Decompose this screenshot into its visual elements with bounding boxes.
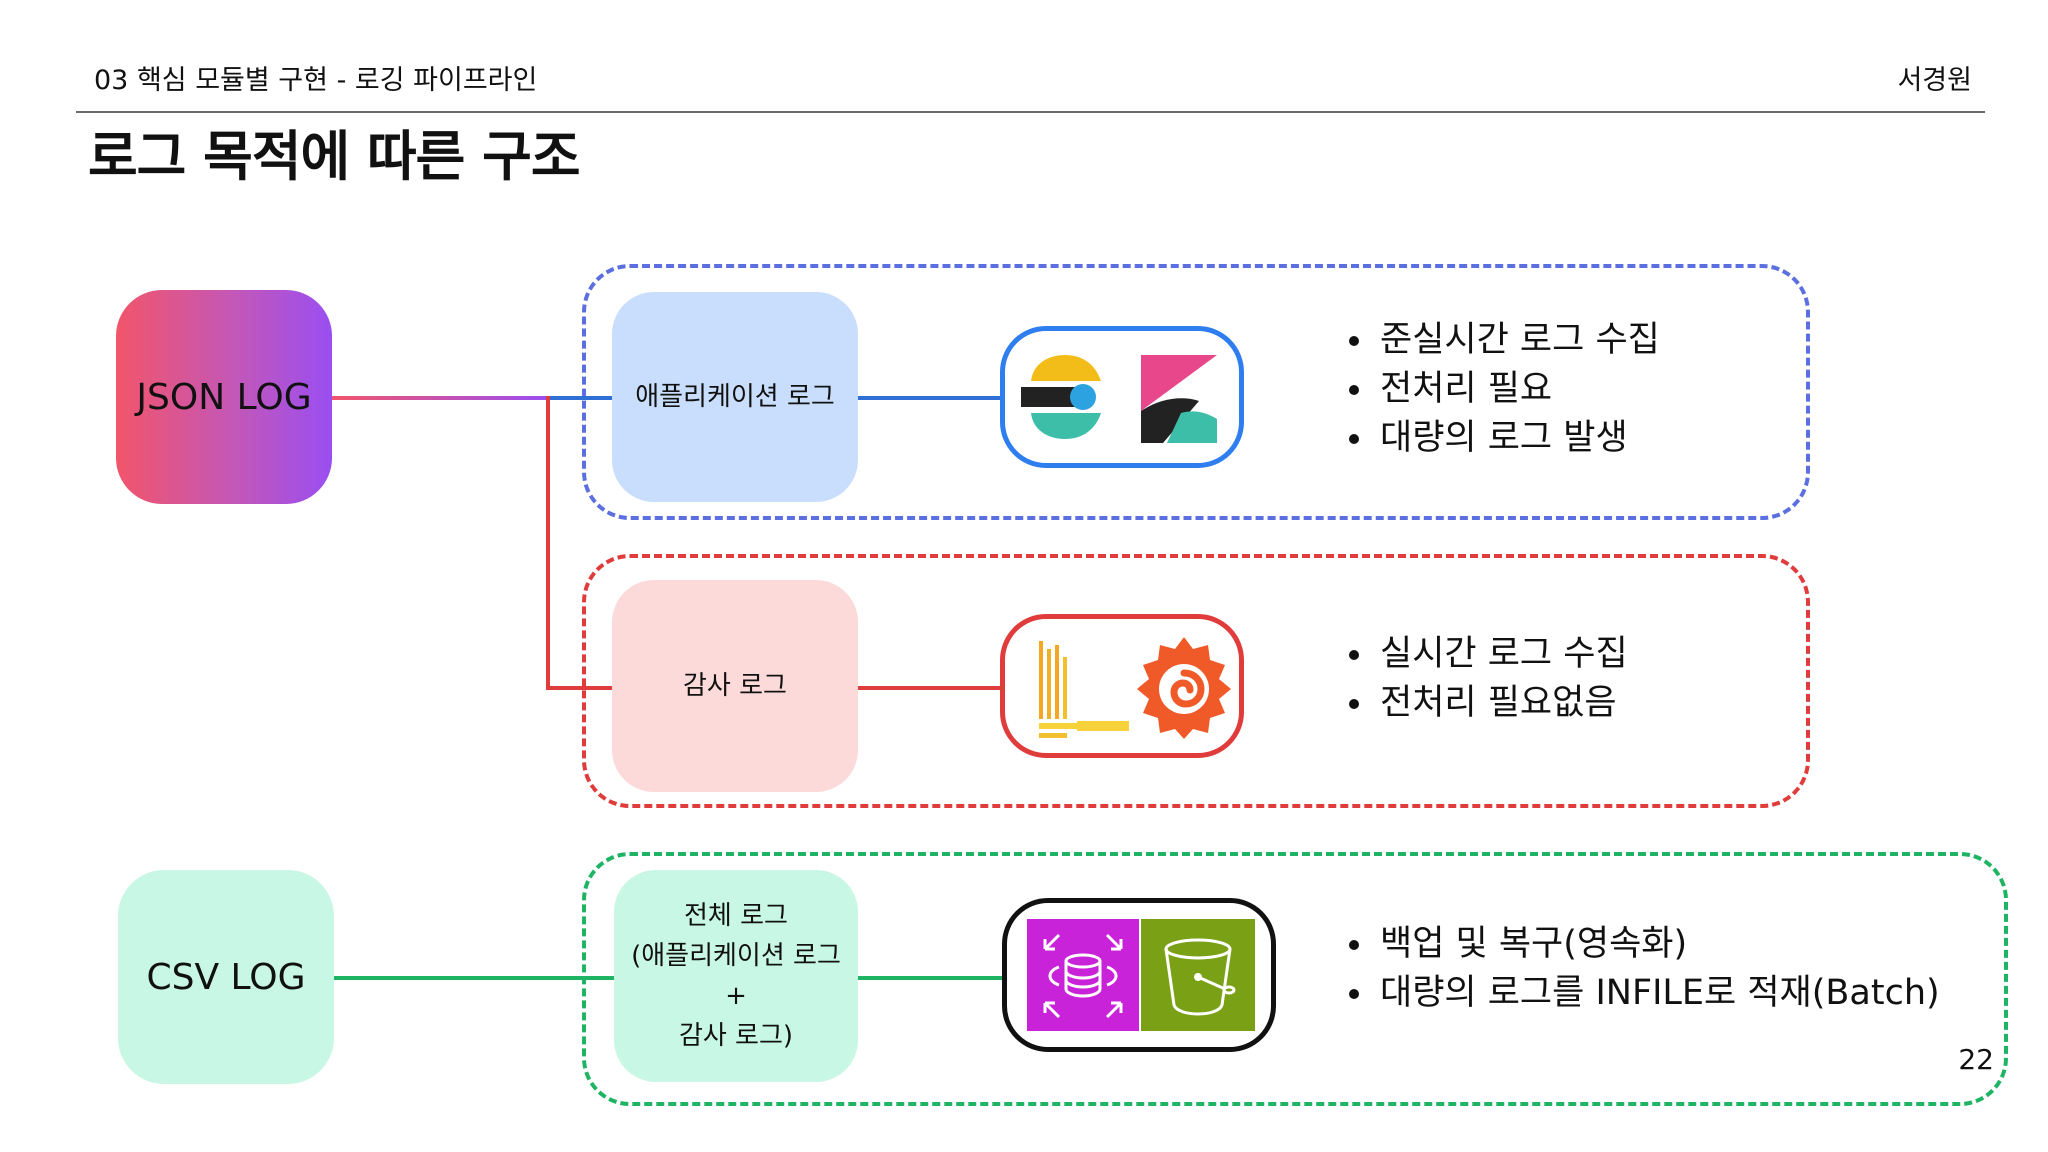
aws-rds-icon — [1027, 919, 1139, 1031]
full-log-label-line-4: 감사 로그) — [678, 1021, 794, 1051]
audit-log-label: 감사 로그 — [683, 671, 787, 701]
json-to-app-line — [548, 396, 612, 400]
application-log-bullets: 준실시간 로그 수집 전처리 필요 대량의 로그 발생 — [1340, 316, 1660, 463]
full-log-box: 전체 로그 (애플리케이션 로그 + 감사 로그) — [614, 870, 858, 1082]
aws-s3-icon — [1141, 919, 1255, 1031]
grafana-icon — [1137, 637, 1231, 739]
csv-log-label: CSV LOG — [146, 956, 306, 998]
audit-log-box: 감사 로그 — [612, 580, 858, 792]
elasticsearch-icon — [1021, 355, 1101, 439]
bullet-item: 대량의 로그를 INFILE로 적재(Batch) — [1376, 969, 1940, 1018]
page-title: 로그 목적에 따른 구조 — [88, 125, 581, 188]
elk-logo-box — [1000, 326, 1244, 468]
header-divider — [76, 111, 1985, 113]
loki-grafana-logo-box — [1000, 614, 1244, 758]
bullet-item: 준실시간 로그 수집 — [1376, 316, 1660, 365]
csv-log-source: CSV LOG — [118, 870, 334, 1084]
bullet-item: 전처리 필요 — [1376, 365, 1660, 414]
json-log-label: JSON LOG — [136, 376, 312, 418]
audit-log-bullets: 실시간 로그 수집 전처리 필요없음 — [1340, 630, 1628, 728]
aws-logo-box — [1002, 898, 1276, 1052]
bullet-item: 대량의 로그 발생 — [1376, 414, 1660, 463]
loki-icon — [1039, 641, 1129, 738]
author-name: 서경원 — [1897, 65, 1972, 96]
json-connector-line — [332, 396, 548, 400]
application-log-box: 애플리케이션 로그 — [612, 292, 858, 502]
bullet-item: 백업 및 복구(영속화) — [1376, 920, 1940, 969]
page-number: 22 — [1958, 1043, 1994, 1076]
section-breadcrumb: 03 핵심 모듈별 구현 - 로깅 파이프라인 — [94, 65, 538, 96]
kibana-icon — [1141, 355, 1217, 443]
bullet-item: 실시간 로그 수집 — [1376, 630, 1628, 679]
bullet-item: 전처리 필요없음 — [1376, 679, 1628, 728]
full-log-label-line-2: (애플리케이션 로그 — [631, 941, 841, 971]
app-to-logo-line — [858, 396, 1004, 400]
full-log-label-line-3: + — [725, 981, 747, 1011]
json-to-audit-line — [546, 686, 612, 690]
json-to-audit-vertical-line — [546, 396, 550, 690]
json-log-source: JSON LOG — [116, 290, 332, 504]
application-log-group — [582, 264, 1810, 520]
full-log-label-line-1: 전체 로그 — [684, 901, 788, 931]
application-log-label: 애플리케이션 로그 — [635, 382, 835, 412]
csv-to-full-line — [334, 976, 614, 980]
backup-log-bullets: 백업 및 복구(영속화) 대량의 로그를 INFILE로 적재(Batch) — [1340, 920, 1940, 1018]
full-to-logo-line — [858, 976, 1006, 980]
audit-to-logo-line — [858, 686, 1004, 690]
audit-log-group — [582, 554, 1810, 808]
